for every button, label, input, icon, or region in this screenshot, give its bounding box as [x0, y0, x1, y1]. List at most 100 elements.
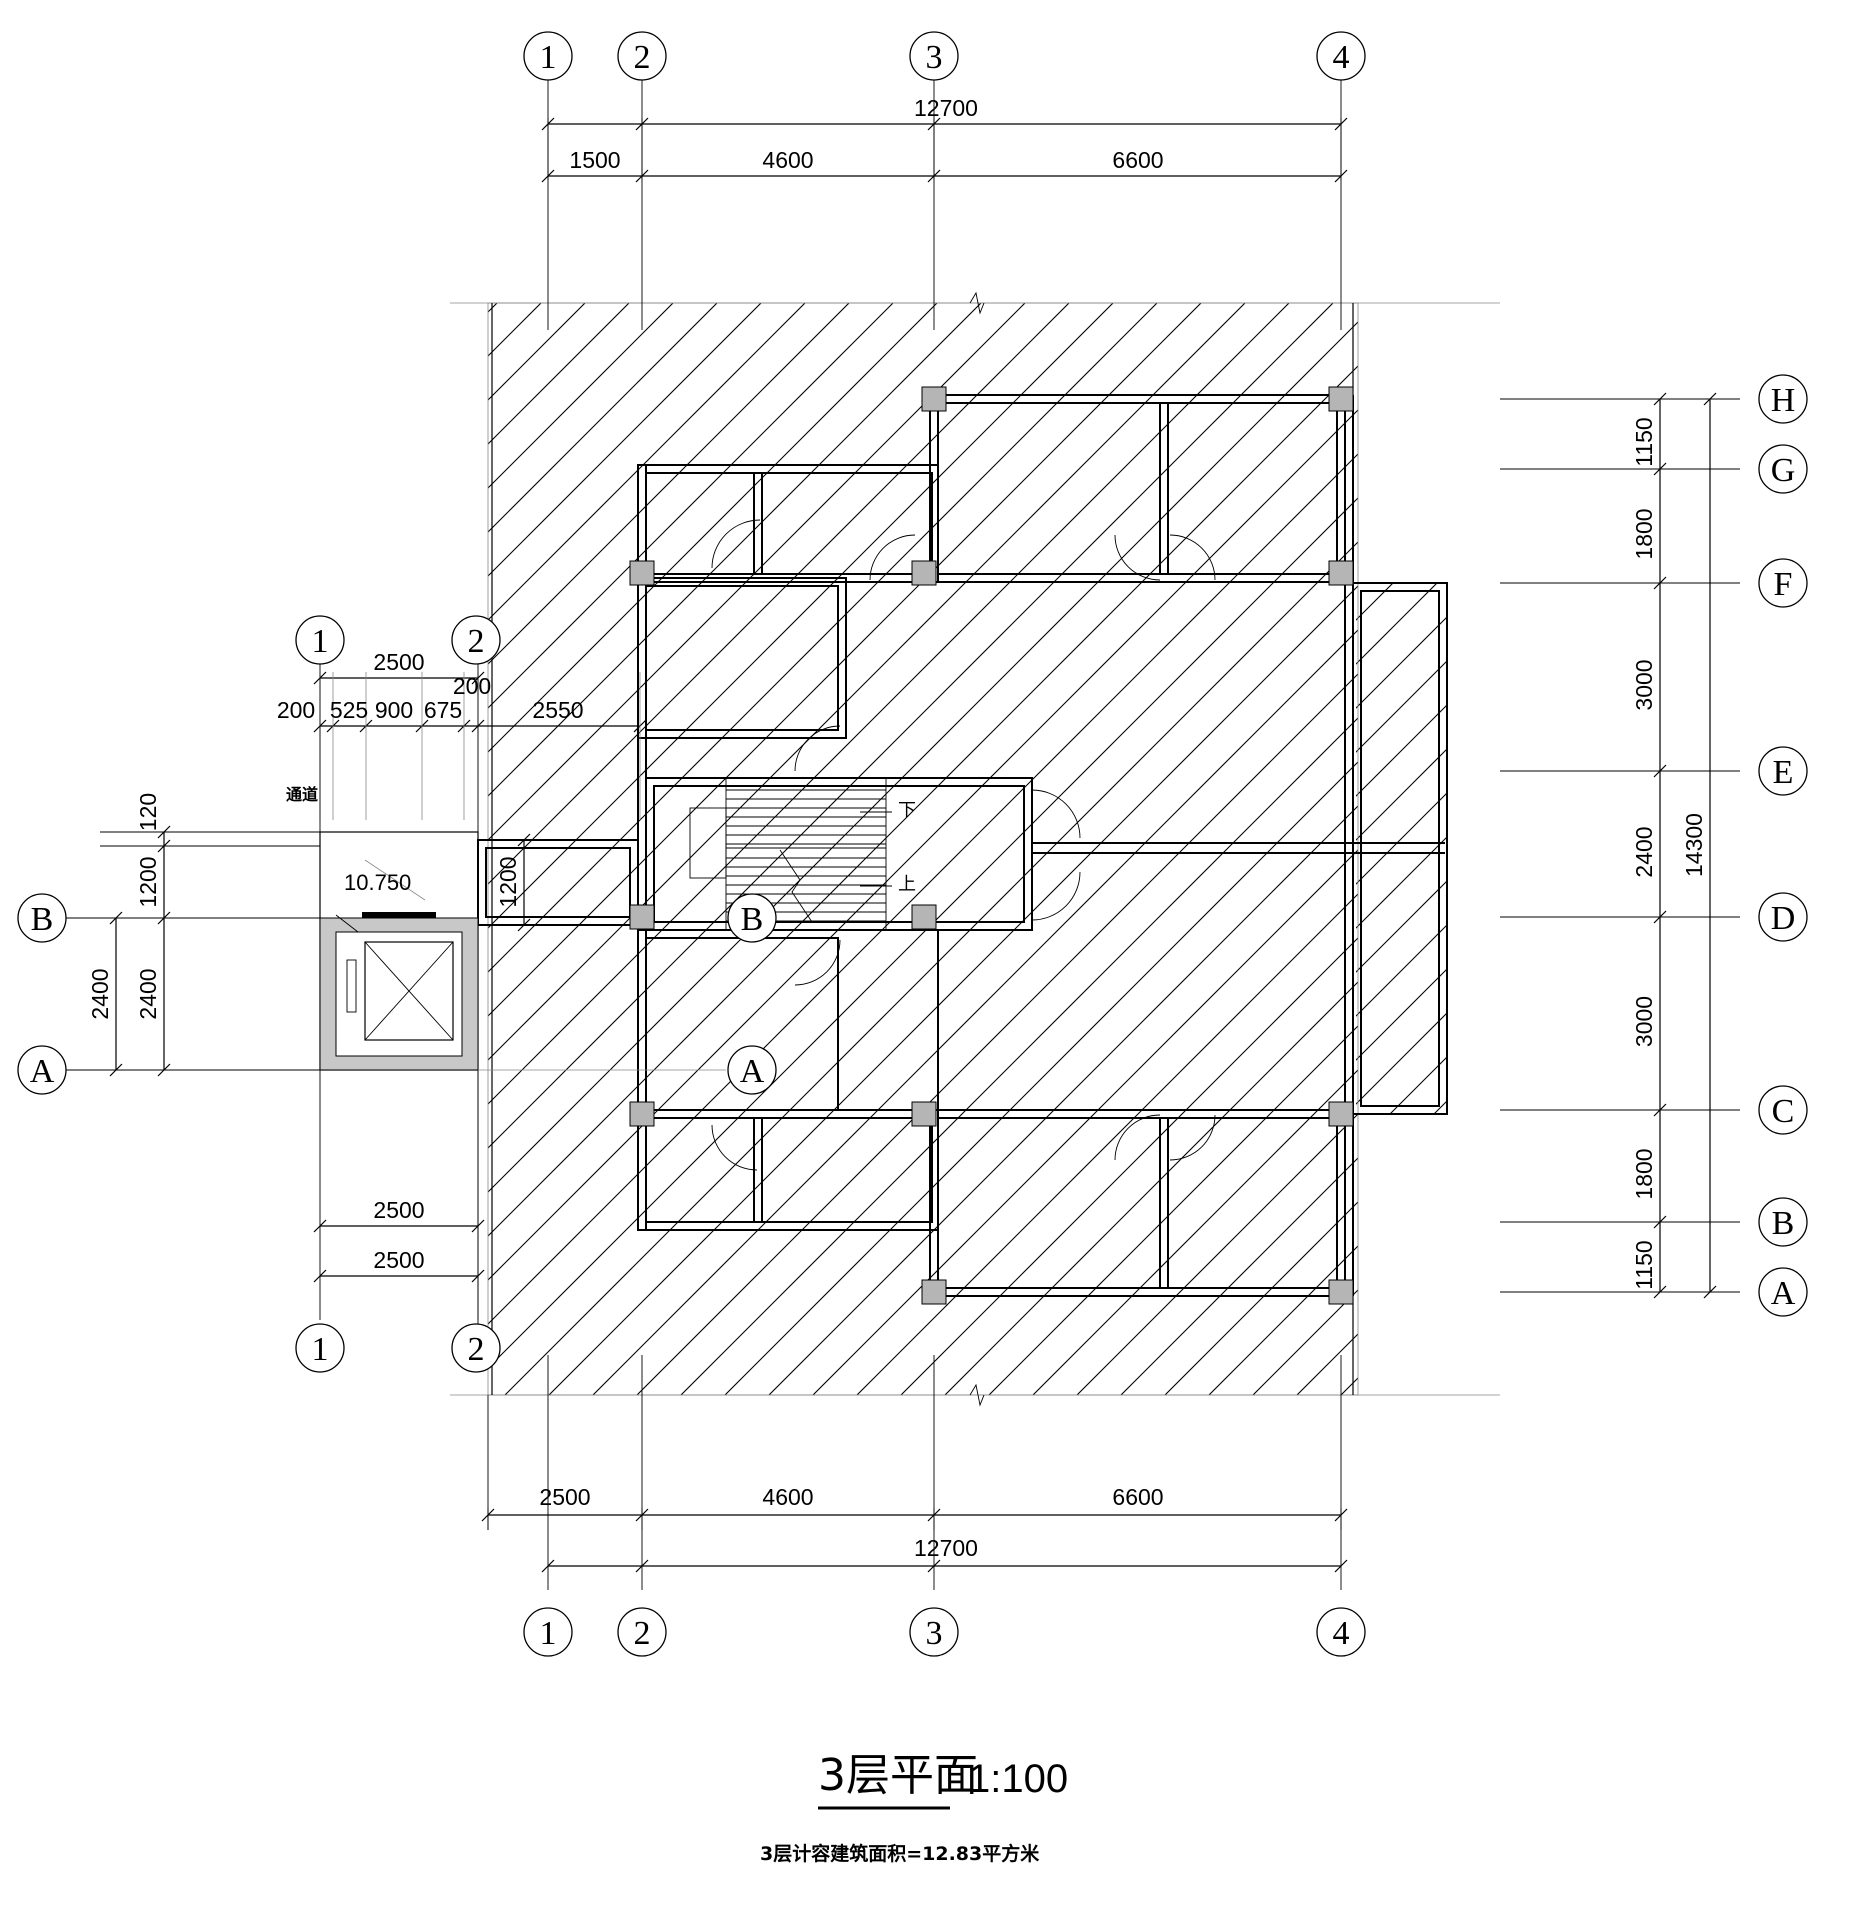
axis-row-right: A [1771, 1275, 1796, 1312]
dim-elev-bottom: 2500 [373, 1197, 424, 1223]
column [1328, 560, 1354, 586]
axis-row-right-circle [1758, 374, 1808, 424]
drawing-title: 3层平面 [818, 1750, 978, 1801]
dim-top-segment: 1500 [569, 147, 620, 173]
axis-col-bottom-circle [617, 1607, 667, 1657]
axis-elev-col-bottom: 1 [312, 1331, 329, 1368]
dim-elev-bottom: 2500 [373, 1247, 424, 1273]
hatched-area [487, 302, 1447, 1396]
dim-top-total: 12700 [914, 95, 978, 121]
dim-bottom-segment: 2500 [539, 1484, 590, 1510]
column [629, 904, 655, 930]
dim-elev-top-segment: 675 [424, 697, 462, 723]
axis-elev-row-circle [17, 893, 67, 943]
door-swings [711, 519, 1216, 1171]
elevator-shaft [319, 831, 479, 1071]
axis-elev-col-bottom: 2 [468, 1331, 485, 1368]
dim-elev-left-inner: 2400 [135, 968, 161, 1019]
axis-elev-col-top-circle [451, 615, 501, 665]
axis-elev-col-top: 2 [468, 623, 485, 660]
column [1328, 1279, 1354, 1305]
axis-elev-row: B [31, 901, 54, 938]
axis-elev-col-top: 1 [312, 623, 329, 660]
dim-elev-top-total: 2500 [373, 649, 424, 675]
axis-col-top-circle [617, 31, 667, 81]
axis-col-bottom-circle [1316, 1607, 1366, 1657]
axis-row-right-circle [1758, 892, 1808, 942]
axis-elev-row-circle [17, 1045, 67, 1095]
axis-row-right: H [1771, 382, 1796, 419]
axis-col-top: 1 [540, 39, 557, 76]
dim-right-segment: 3000 [1631, 659, 1657, 710]
elevation-label: 10.750 [344, 870, 411, 895]
dim-top-segment: 6600 [1112, 147, 1163, 173]
axis-col-bottom-circle [909, 1607, 959, 1657]
stair-down-label: 下 [898, 800, 916, 820]
axis-stair-row-circle [727, 893, 777, 943]
axis-stair-row: A [740, 1053, 765, 1090]
walls [477, 394, 1448, 1297]
plan-labels: 10.750 通道 下 上 [286, 785, 916, 895]
column [921, 386, 947, 412]
axis-row-right-circle [1758, 746, 1808, 796]
axis-stair-row-circle [727, 1045, 777, 1095]
axis-col-top: 2 [634, 39, 651, 76]
area-note: 3层计容建筑面积=12.83平方米 [760, 1842, 1040, 1865]
axis-col-top-circle [523, 31, 573, 81]
passage-label: 通道 [286, 785, 318, 804]
axis-elev-col-bottom-circle [295, 1323, 345, 1373]
axis-col-top: 4 [1333, 39, 1350, 76]
axis-row-right-circle [1758, 1267, 1808, 1317]
dim-elev-top-segment: 2550 [532, 697, 583, 723]
dim-elev-left-inner: 120 [135, 793, 161, 831]
dim-right-segment: 1150 [1631, 417, 1657, 466]
dim-elev-top-segment: 200 [277, 697, 315, 723]
dim-right-total: 14300 [1681, 813, 1707, 877]
staircase [689, 777, 892, 931]
title-block: 3层平面 1:100 3层计容建筑面积=12.83平方米 [760, 1750, 1068, 1865]
dim-elev-passage: 1200 [495, 856, 521, 907]
column [1328, 386, 1354, 412]
axis-row-right: D [1771, 900, 1796, 937]
column [911, 560, 937, 586]
dim-elev-left-inner: 1200 [135, 856, 161, 907]
dim-elev-left-outer: 2400 [87, 968, 113, 1019]
column [911, 904, 937, 930]
column [911, 1101, 937, 1127]
axis-col-bottom: 2 [634, 1615, 651, 1652]
dim-elev-top-segment: 525 [330, 697, 368, 723]
column [629, 1101, 655, 1127]
axis-row-right-circle [1758, 444, 1808, 494]
dim-elev-top-segment: 900 [375, 697, 413, 723]
column [1328, 1101, 1354, 1127]
dim-right-segment: 1800 [1631, 508, 1657, 559]
axis-row-right: C [1772, 1093, 1795, 1130]
dim-right-segment: 1800 [1631, 1148, 1657, 1199]
axis-row-right: B [1772, 1205, 1795, 1242]
dim-bottom-total: 12700 [914, 1535, 978, 1561]
axis-row-right: E [1773, 754, 1794, 791]
axis-col-top-circle [909, 31, 959, 81]
axis-col-bottom: 3 [926, 1615, 943, 1652]
column [921, 1279, 947, 1305]
axis-row-right-circle [1758, 1197, 1808, 1247]
axis-col-top-circle [1316, 31, 1366, 81]
dim-elev-top-segment: 200 [453, 673, 491, 699]
dim-bottom-segment: 6600 [1112, 1484, 1163, 1510]
stair-up-label: 上 [898, 874, 916, 894]
column [629, 560, 655, 586]
axis-stair-row: B [741, 901, 764, 938]
dim-right-segment: 2400 [1631, 826, 1657, 877]
dim-bottom-segment: 4600 [762, 1484, 813, 1510]
axis-row-right: G [1771, 452, 1796, 489]
axis-elev-col-bottom-circle [451, 1323, 501, 1373]
dim-right-segment: 3000 [1631, 996, 1657, 1047]
axis-col-bottom: 1 [540, 1615, 557, 1652]
axis-row-right-circle [1758, 558, 1808, 608]
axis-row-right-circle [1758, 1085, 1808, 1135]
axis-col-bottom-circle [523, 1607, 573, 1657]
